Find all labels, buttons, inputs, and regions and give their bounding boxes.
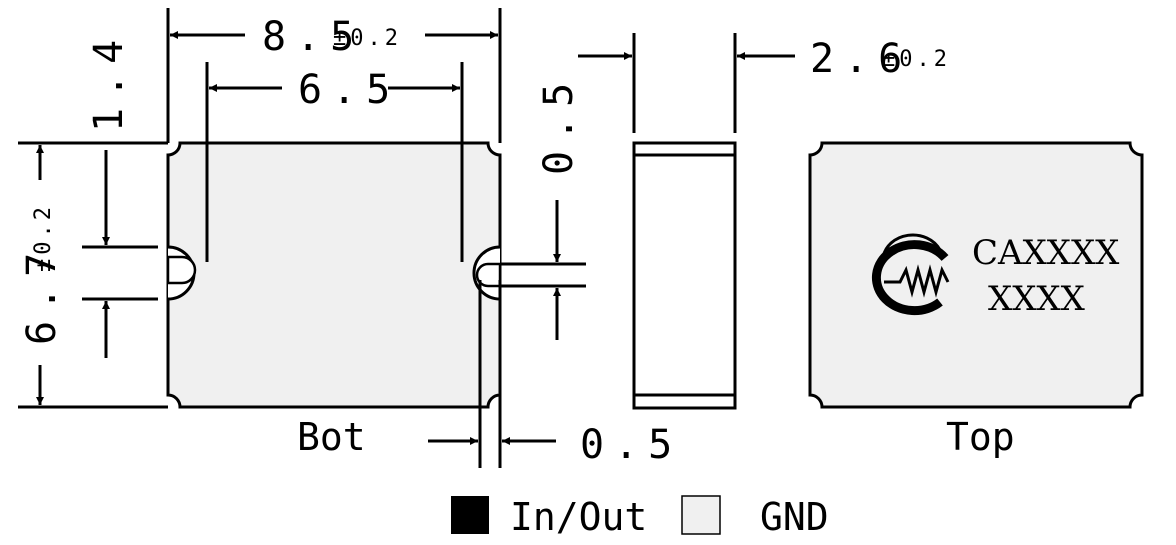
marking-line1: CAXXXX <box>972 233 1120 273</box>
legend-label-gnd: GND <box>760 495 829 539</box>
company-logo <box>871 233 950 316</box>
top-view-body <box>808 141 1144 409</box>
legend-label-inout: In/Out <box>510 495 647 539</box>
marking-line2: XXXX <box>988 279 1086 319</box>
dim-width-tol: ±0.2 <box>31 203 56 272</box>
dim-slot-height-value: 0.5 <box>536 73 582 175</box>
bottom-view: 8.5 ±0.2 6.5 6.7 ±0.2 1.4 0.5 0.5 Bot <box>18 8 682 468</box>
top-view: CAXXXX XXXX Top <box>808 141 1144 459</box>
legend: In/Out GND <box>451 495 829 539</box>
top-view-label: Top <box>946 415 1015 459</box>
dim-thickness-value: 2.6 <box>810 36 912 82</box>
bottom-view-body <box>166 141 502 409</box>
legend-swatch-inout <box>451 496 489 534</box>
dim-pitch-value: 6.5 <box>298 67 400 113</box>
dim-length-tol: ±0.2 <box>333 26 402 51</box>
bottom-view-label: Bot <box>297 415 366 459</box>
dim-pin-offset-value: 1.4 <box>86 30 132 132</box>
dim-thickness-tol: ±0.2 <box>882 47 951 72</box>
dim-width-value: 6.7 <box>19 243 65 345</box>
dim-length-value: 8.5 <box>262 14 364 60</box>
side-view-body <box>632 141 737 410</box>
side-view: 2.6 ±0.2 <box>578 33 951 410</box>
dim-slot-width-value: 0.5 <box>580 422 682 468</box>
legend-swatch-gnd <box>681 495 721 535</box>
